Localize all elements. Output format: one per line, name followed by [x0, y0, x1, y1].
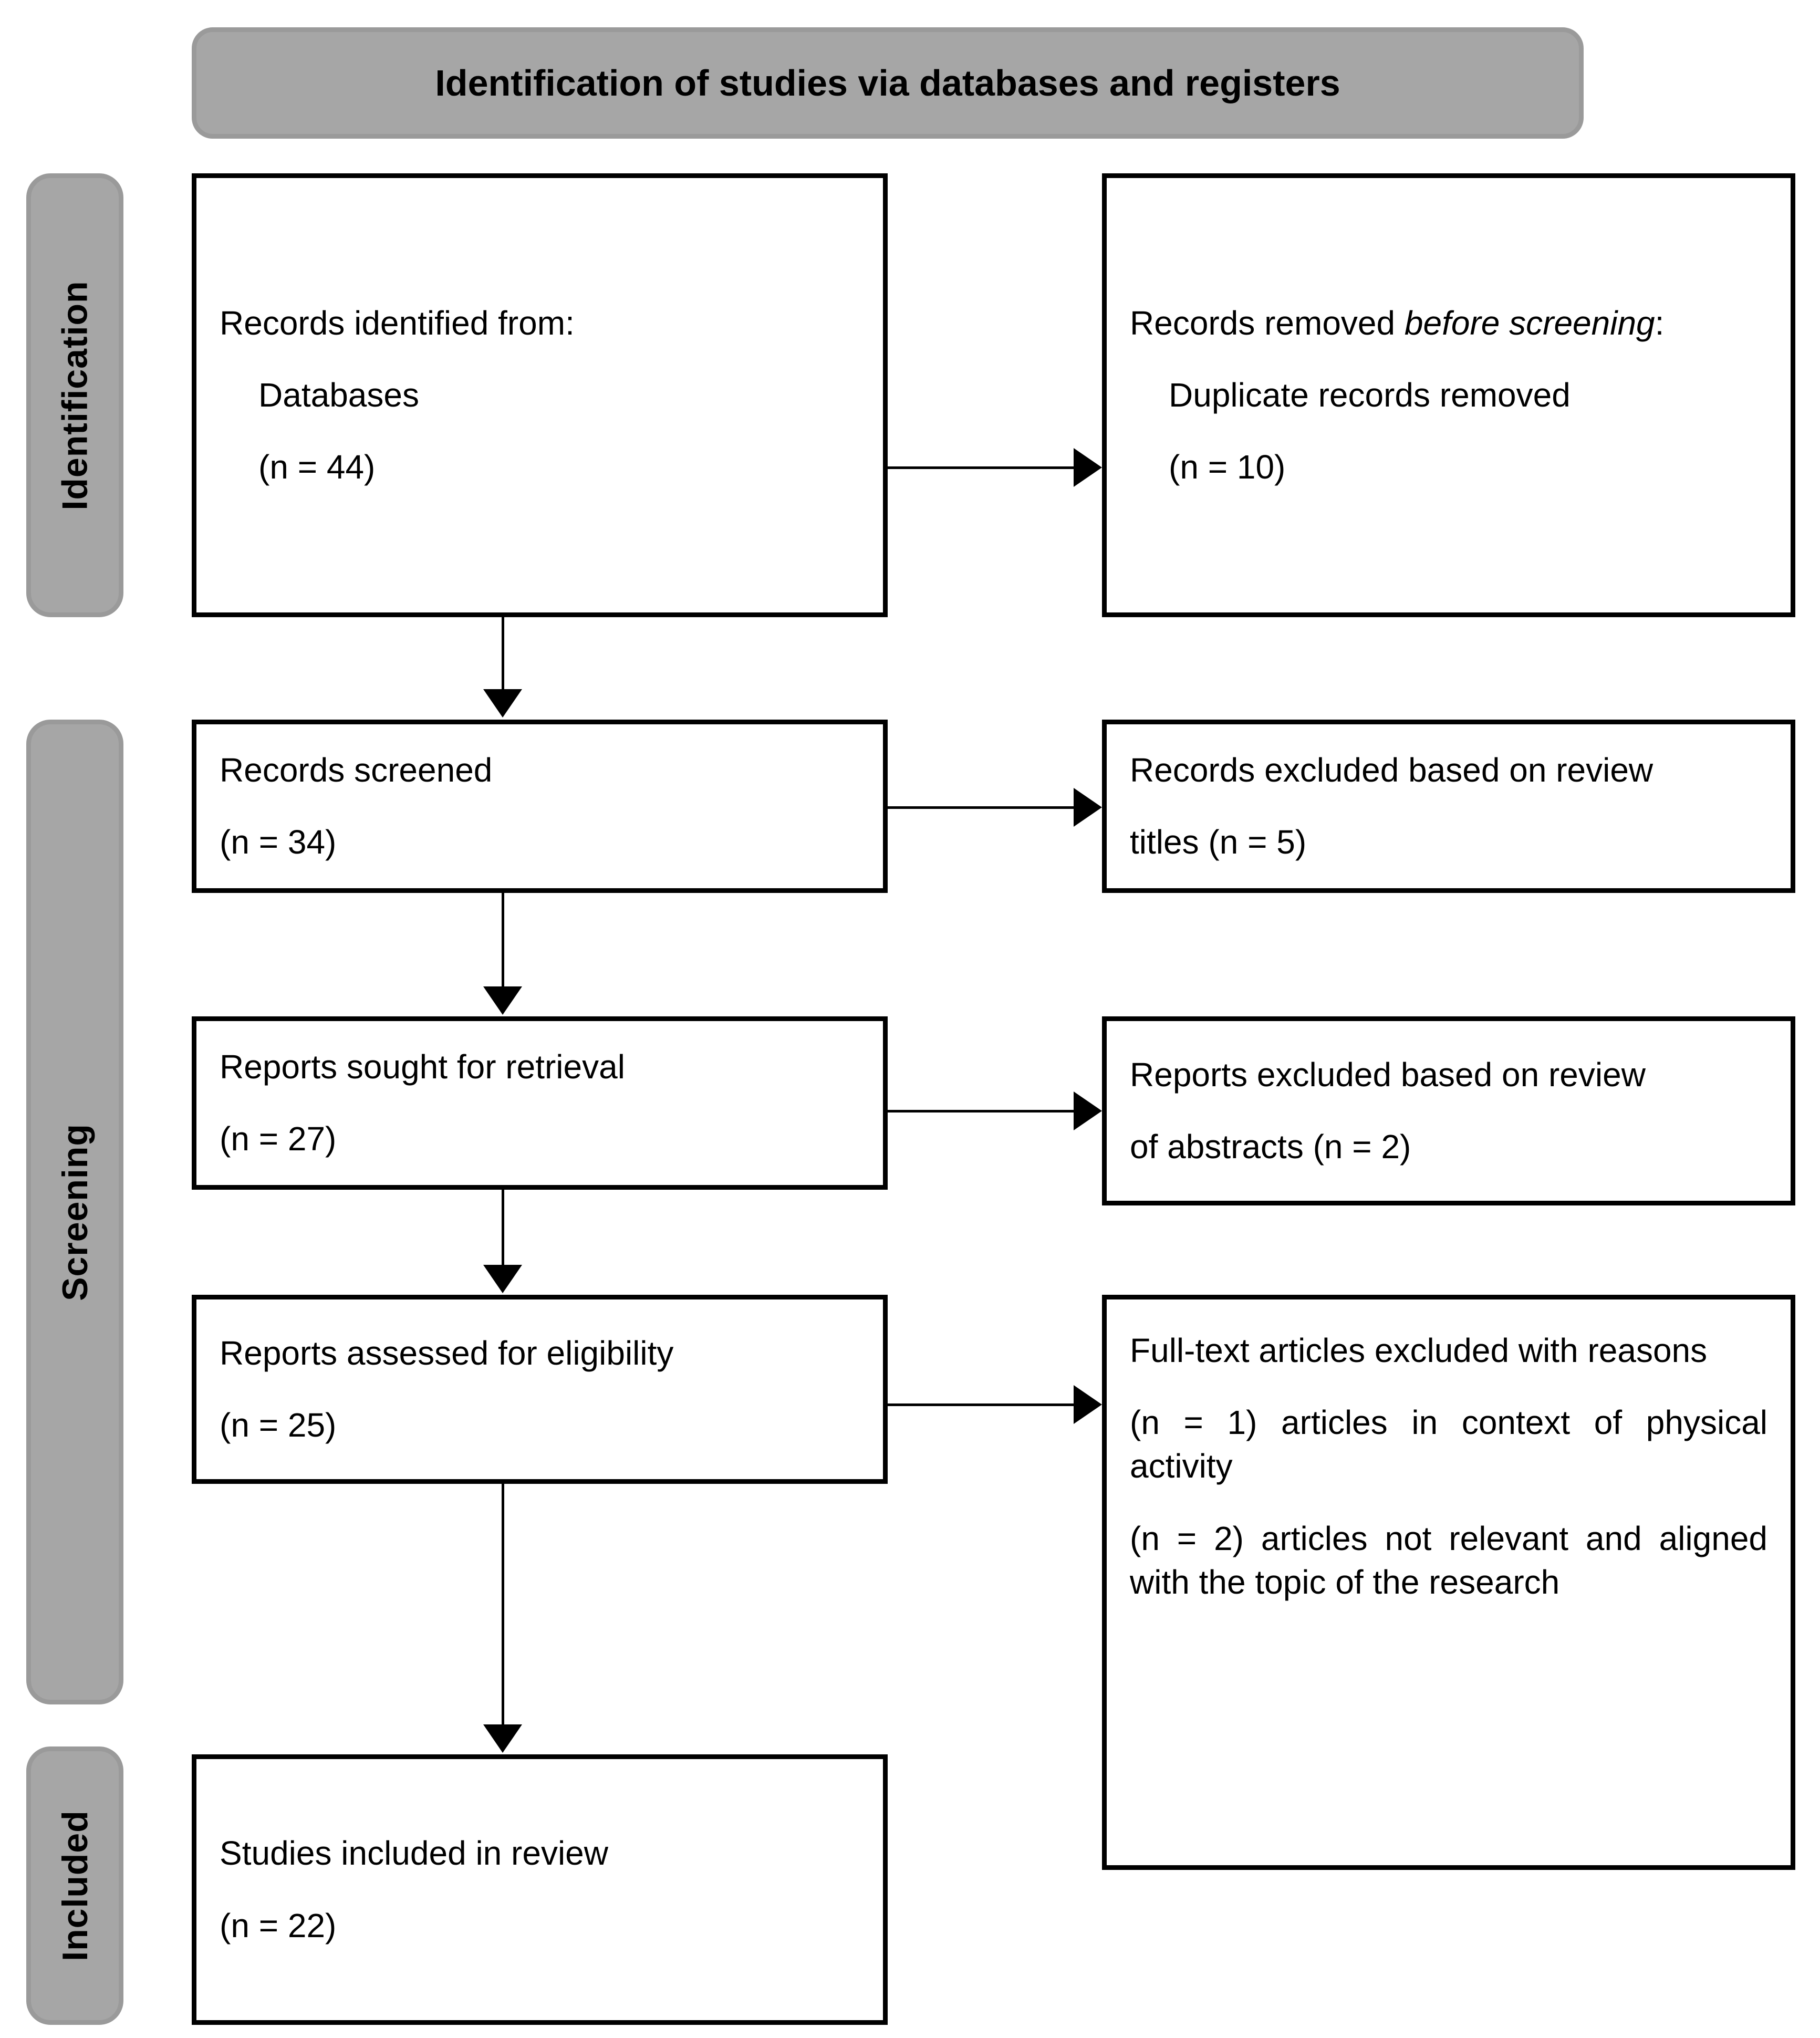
arrowhead-sought-to-reports-excluded	[1074, 1091, 1102, 1130]
banner-identification-header: Identification of studies via databases …	[192, 27, 1584, 139]
connector-identified-to-removed	[888, 466, 1074, 469]
box-studies-included: Studies included in review (n = 22)	[192, 1754, 888, 2025]
connector-screened-to-sought	[502, 893, 504, 987]
box-records-identified: Records identified from: Databases (n = …	[192, 173, 888, 617]
records-removed-count: (n = 10)	[1169, 448, 1286, 486]
records-identified-line2: Databases	[258, 376, 419, 414]
box-records-removed: Records removed before screening: Duplic…	[1102, 173, 1795, 617]
banner-title: Identification of studies via databases …	[435, 63, 1340, 103]
stage-identification: Identification	[26, 173, 123, 617]
arrowhead-identified-to-removed	[1074, 448, 1102, 487]
records-excluded-line2: titles (n = 5)	[1130, 823, 1307, 861]
box-reports-sought: Reports sought for retrieval (n = 27)	[192, 1016, 888, 1190]
stage-included: Included	[26, 1746, 123, 2025]
reports-assessed-line1: Reports assessed for eligibility	[220, 1334, 674, 1372]
arrowhead-sought-to-assessed	[483, 1265, 522, 1293]
reports-sought-line1: Reports sought for retrieval	[220, 1047, 625, 1086]
reports-sought-count: (n = 27)	[220, 1120, 337, 1158]
arrowhead-identified-to-screened	[483, 689, 522, 718]
fulltext-excluded-line3: (n = 2) articles not relevant and aligne…	[1130, 1519, 1767, 1601]
box-fulltext-excluded: Full-text articles excluded with reasons…	[1102, 1295, 1795, 1870]
connector-assessed-to-fulltext-excluded	[888, 1403, 1074, 1406]
reports-assessed-count: (n = 25)	[220, 1406, 337, 1444]
fulltext-excluded-line1: Full-text articles excluded with reasons	[1130, 1332, 1708, 1369]
connector-sought-to-assessed	[502, 1190, 504, 1266]
box-records-screened: Records screened (n = 34)	[192, 720, 888, 893]
records-removed-line1-emphasis: before screening	[1404, 304, 1655, 342]
stage-included-label: Included	[55, 1810, 95, 1961]
reports-excluded-line1: Reports excluded based on review	[1130, 1055, 1646, 1094]
stage-screening: Screening	[26, 720, 123, 1704]
arrowhead-assessed-to-fulltext-excluded	[1074, 1385, 1102, 1424]
records-identified-line1: Records identified from:	[220, 304, 575, 342]
box-records-excluded: Records excluded based on review titles …	[1102, 720, 1795, 893]
reports-excluded-line2: of abstracts (n = 2)	[1130, 1128, 1411, 1166]
connector-screened-to-excluded	[888, 806, 1074, 809]
studies-included-line1: Studies included in review	[220, 1834, 608, 1873]
records-removed-line2: Duplicate records removed	[1169, 376, 1571, 414]
arrowhead-assessed-to-included	[483, 1724, 522, 1753]
studies-included-count: (n = 22)	[220, 1906, 337, 1945]
records-screened-line1: Records screened	[220, 751, 493, 789]
records-removed-line1-pre: Records removed	[1130, 304, 1405, 342]
connector-sought-to-reports-excluded	[888, 1110, 1074, 1112]
records-removed-line1-post: :	[1655, 304, 1665, 342]
records-removed-line1: Records removed before screening:	[1130, 301, 1767, 345]
stage-identification-label: Identification	[55, 280, 95, 511]
arrowhead-screened-to-excluded	[1074, 788, 1102, 827]
connector-assessed-to-included	[502, 1484, 504, 1725]
fulltext-excluded-line2: (n = 1) articles in context of physical …	[1130, 1403, 1767, 1485]
stage-screening-label: Screening	[55, 1123, 95, 1301]
arrowhead-screened-to-sought	[483, 986, 522, 1015]
connector-identified-to-screened	[502, 617, 504, 691]
box-reports-excluded: Reports excluded based on review of abst…	[1102, 1016, 1795, 1205]
records-screened-count: (n = 34)	[220, 823, 337, 861]
records-excluded-line1: Records excluded based on review	[1130, 751, 1653, 789]
box-reports-assessed: Reports assessed for eligibility (n = 25…	[192, 1295, 888, 1484]
records-identified-count: (n = 44)	[258, 448, 376, 486]
